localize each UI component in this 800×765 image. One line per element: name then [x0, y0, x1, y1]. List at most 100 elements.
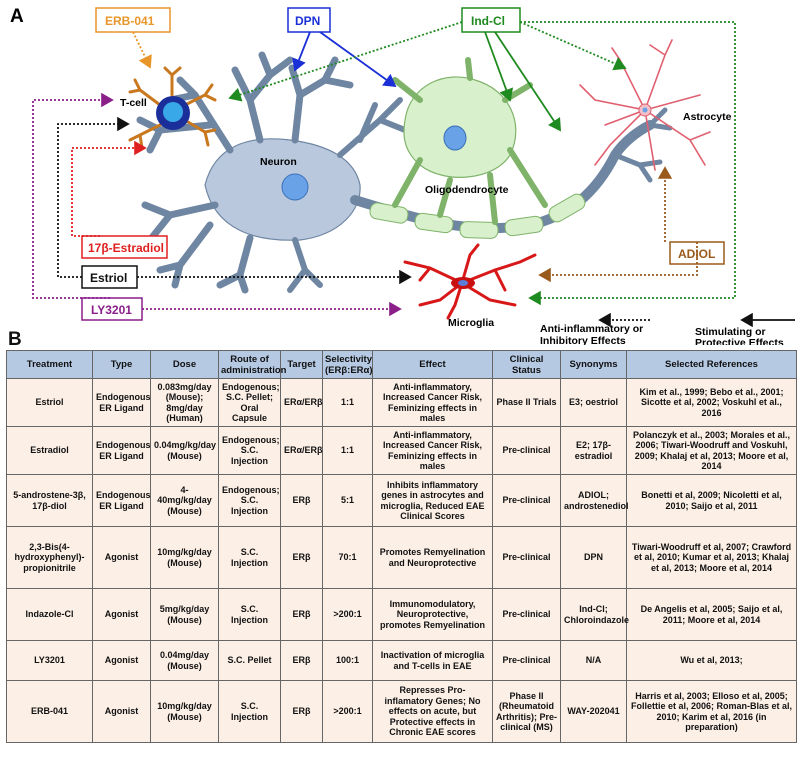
cell-selectivity: 5:1	[322, 474, 373, 527]
estriol-box: Estriol	[81, 265, 138, 289]
header-target: Target	[280, 350, 323, 379]
arrow-estradiol-tcell	[71, 140, 147, 237]
cell-selectivity: >200:1	[322, 680, 373, 743]
arrow-indcl-oligodendrocyte-2	[494, 31, 561, 132]
astrocyte-label: Astrocyte	[683, 111, 732, 123]
cell-target: ERβ	[280, 474, 323, 527]
cell-references: Wu et al, 2013;	[626, 640, 797, 681]
cell-effect: Inhibits inflammatory genes in astrocyte…	[372, 474, 493, 527]
cell-clinical-status: Pre-clinical	[492, 588, 561, 641]
cell-synonyms: Ind-Cl; Chloroindazole	[560, 588, 629, 641]
cell-type: Endogenous ER Ligand	[92, 426, 151, 475]
header-clinical-status: Clinical Status	[492, 350, 561, 379]
cell-selectivity: 70:1	[322, 526, 373, 589]
microglia-illustration	[403, 243, 537, 320]
erb041-box: ERB-041	[95, 7, 171, 33]
table-row: LY3201 Agonist 0.04mg/day (Mouse) S.C. P…	[6, 640, 797, 681]
cell-route: Endogenous; S.C. Injection	[218, 474, 281, 527]
cell-references: Tiwari-Woodruff et al, 2007; Crawford et…	[626, 526, 797, 589]
arrow-erb041-tcell	[132, 31, 152, 69]
legend-stimulating-line1: Stimulating or	[695, 326, 766, 338]
astrocyte-nucleus	[642, 107, 648, 113]
cell-dose: 0.04mg/day (Mouse)	[150, 640, 219, 681]
legend-stimulating-line2: Protective Effects	[695, 337, 784, 345]
cell-route: S.C. Injection	[218, 526, 281, 589]
header-treatment: Treatment	[6, 350, 93, 379]
arrow-dpn-oligodendrocyte	[319, 31, 397, 88]
cell-synonyms: ADIOL; androstenediol	[560, 474, 629, 527]
figure-panel-a: A Neuron Oligodendrocyte Astrocyte	[0, 0, 800, 345]
header-synonyms: Synonyms	[560, 350, 627, 379]
cell-synonyms: E2; 17β-estradiol	[560, 426, 627, 475]
cell-references: Bonetti et al, 2009; Nicoletti et al, 20…	[626, 474, 797, 527]
cell-references: Polanczyk et al., 2003; Morales et al., …	[626, 426, 797, 475]
cell-effect: Anti-inflammatory, Increased Cancer Risk…	[372, 378, 493, 427]
effect-arrows	[32, 21, 736, 317]
cell-dose: 10mg/kg/day (Mouse)	[150, 526, 219, 589]
header-references: Selected References	[626, 350, 797, 379]
cell-effect: Promotes Remyelination and Neuroprotecti…	[372, 526, 493, 589]
svg-text:Estriol: Estriol	[90, 271, 127, 285]
header-selectivity: Selectivity (ERβ:ERα)	[322, 350, 373, 379]
cell-clinical-status: Pre-clinical	[492, 474, 561, 527]
cell-treatment: Estriol	[6, 378, 93, 427]
dpn-box: DPN	[287, 7, 331, 33]
svg-text:17β-Estradiol: 17β-Estradiol	[88, 241, 164, 255]
svg-text:Ind-Cl: Ind-Cl	[471, 14, 505, 28]
cell-effect: Represses Pro-inflamatory Genes; No effe…	[372, 680, 493, 743]
header-type: Type	[92, 350, 151, 379]
ly3201-box: LY3201	[81, 297, 143, 321]
cell-target: ERβ	[280, 588, 323, 641]
legend-inhibitory-line2: Inhibitory Effects	[540, 335, 626, 345]
estradiol-box: 17β-Estradiol	[81, 235, 168, 259]
svg-text:DPN: DPN	[295, 14, 320, 28]
svg-text:LY3201: LY3201	[91, 303, 132, 317]
arrow-adiol-microglia	[538, 242, 698, 283]
cell-clinical-status: Phase II Trials	[492, 378, 561, 427]
header-dose: Dose	[150, 350, 219, 379]
cell-route: Endogenous; S.C. Injection	[218, 426, 281, 475]
cell-clinical-status: Pre-clinical	[492, 426, 561, 475]
cell-target: ERα/ERβ	[280, 378, 323, 427]
cell-treatment: LY3201	[6, 640, 93, 681]
cell-type: Agonist	[92, 588, 151, 641]
cell-dose: 4-40mg/kg/day (Mouse)	[150, 474, 219, 527]
table-header-row: Treatment Type Dose Route of administrat…	[6, 350, 797, 379]
cell-treatment: ERB-041	[6, 680, 93, 743]
indcl-box: Ind-Cl	[461, 7, 521, 33]
cell-type: Endogenous ER Ligand	[92, 474, 151, 527]
table-row: ERB-041 Agonist 10mg/kg/day (Mouse) S.C.…	[6, 680, 797, 743]
cell-clinical-status: Pre-clinical	[492, 526, 561, 589]
table-row: 5-androstene-3β, 17β-diol Endogenous ER …	[6, 474, 797, 527]
cell-route: S.C. Injection	[218, 588, 281, 641]
arrow-dpn-neuron	[292, 31, 311, 72]
t-cell-label: T-cell	[120, 97, 147, 109]
table-row: 2,3-Bis(4-hydroxyphenyl)-propionitrile A…	[6, 526, 797, 589]
cell-dose: 0.083mg/day (Mouse); 8mg/day (Human)	[150, 378, 219, 427]
astrocyte-illustration	[579, 39, 711, 171]
cell-treatment: Estradiol	[6, 426, 93, 475]
panel-a-letter: A	[10, 6, 24, 27]
cell-effect: Anti-inflammatory, Increased Cancer Risk…	[372, 426, 493, 475]
myelin-sheaths	[369, 193, 586, 239]
oligodendrocyte-illustration	[392, 57, 548, 225]
arrow-indcl-oligodendrocyte-1	[484, 31, 514, 102]
cell-dose: 0.04mg/kg/day (Mouse)	[150, 426, 219, 475]
cell-target: ERβ	[280, 640, 323, 681]
cell-references: Kim et al., 1999; Bebo et al., 2001; Sic…	[626, 378, 797, 427]
cell-selectivity: 1:1	[322, 378, 373, 427]
table-row: Estriol Endogenous ER Ligand 0.083mg/day…	[6, 378, 797, 427]
cell-selectivity: >200:1	[322, 588, 373, 641]
cell-type: Agonist	[92, 680, 151, 743]
neuron-nucleus	[281, 173, 309, 201]
header-route: Route of administration	[218, 350, 286, 379]
cell-dose: 5mg/kg/day (Mouse)	[150, 588, 219, 641]
cell-effect: Immunomodulatory, Neuroprotective, promo…	[372, 588, 493, 641]
cell-references: Harris et al, 2003; Elloso et al, 2005; …	[626, 680, 797, 743]
cell-target: ERα/ERβ	[280, 426, 323, 475]
cell-selectivity: 1:1	[322, 426, 373, 475]
cell-synonyms: E3; oestriol	[560, 378, 627, 427]
treatment-table-container: Treatment Type Dose Route of administrat…	[6, 350, 797, 762]
cell-treatment: 2,3-Bis(4-hydroxyphenyl)-propionitrile	[6, 526, 93, 589]
arrow-indcl-tcell	[228, 21, 463, 102]
